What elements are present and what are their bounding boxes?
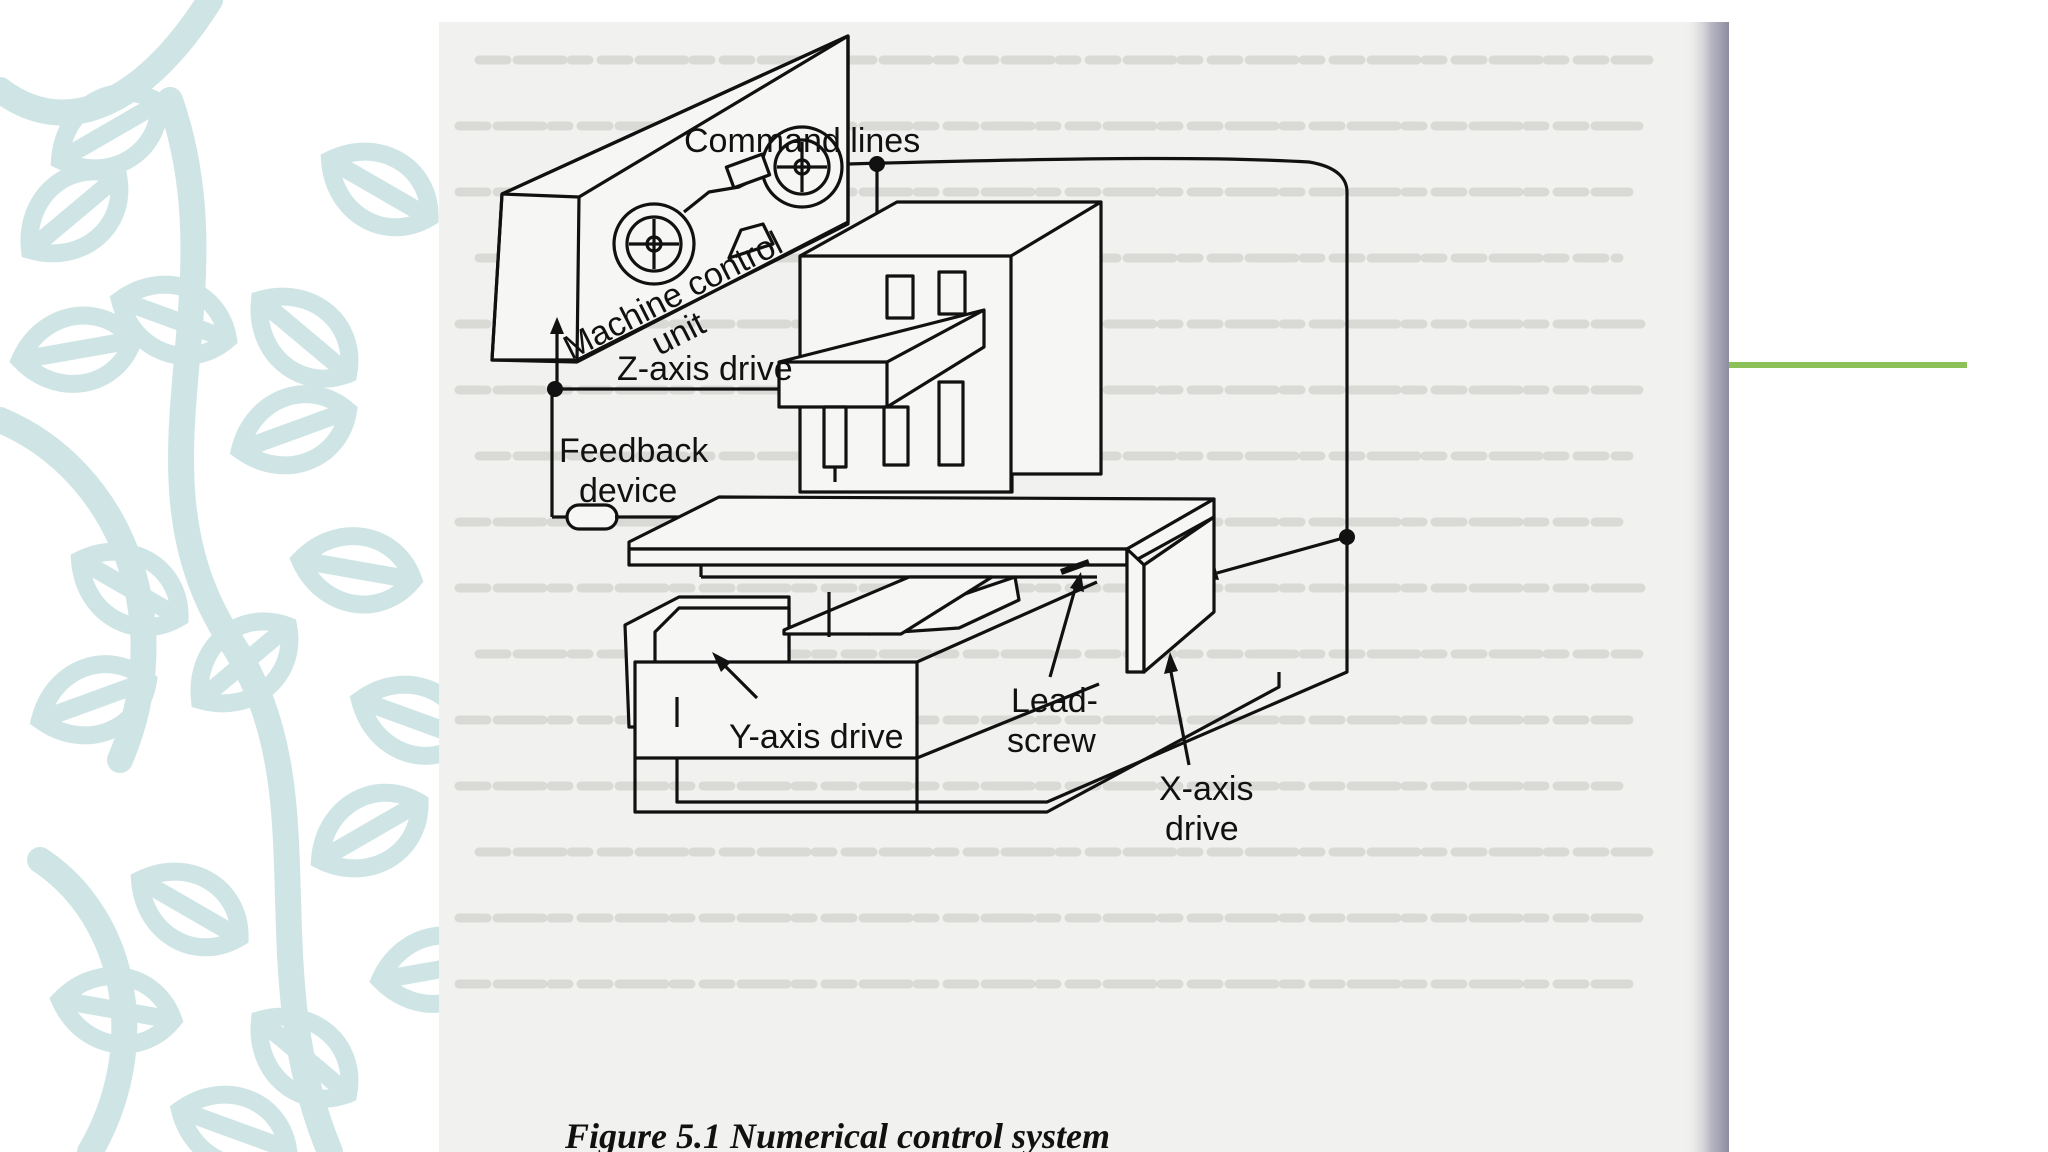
- nc-system-diagram: Machine control unit Command lines: [490, 34, 1355, 1152]
- feedback-device: Feedback device: [547, 317, 709, 531]
- z-axis-drive-label: Z-axis drive: [617, 350, 793, 388]
- x-axis-drive: X-axis drive: [1159, 652, 1253, 848]
- worktable: [627, 495, 1216, 674]
- feedback-device-label-2: device: [579, 472, 677, 510]
- machine-base: [633, 672, 1281, 814]
- command-lines: Command lines: [670, 122, 1355, 804]
- command-lines-label: Command lines: [684, 122, 920, 160]
- feedback-device-label: Feedback: [559, 432, 709, 470]
- y-axis-drive-label: Y-axis drive: [729, 718, 903, 756]
- leaf-pattern-decoration: [0, 0, 440, 1152]
- figure-caption: Figure 5.1 Numerical control system: [564, 1116, 1110, 1152]
- machine-control-unit: Machine control unit: [490, 34, 850, 367]
- tape-reel-icon: [612, 125, 844, 286]
- scanned-figure: Machine control unit Command lines: [439, 22, 1729, 1152]
- accent-line: [1727, 362, 1967, 368]
- spindle-head: Z-axis drive: [555, 270, 986, 482]
- lead-screw-label-2: screw: [1007, 722, 1096, 760]
- saddle: Y-axis drive: [623, 575, 1100, 760]
- lead-screw-label: Lead-: [1011, 682, 1098, 720]
- x-axis-drive-label-2: drive: [1165, 810, 1239, 848]
- lead-screw: Lead- screw: [1007, 559, 1098, 760]
- x-axis-drive-label: X-axis: [1159, 770, 1253, 808]
